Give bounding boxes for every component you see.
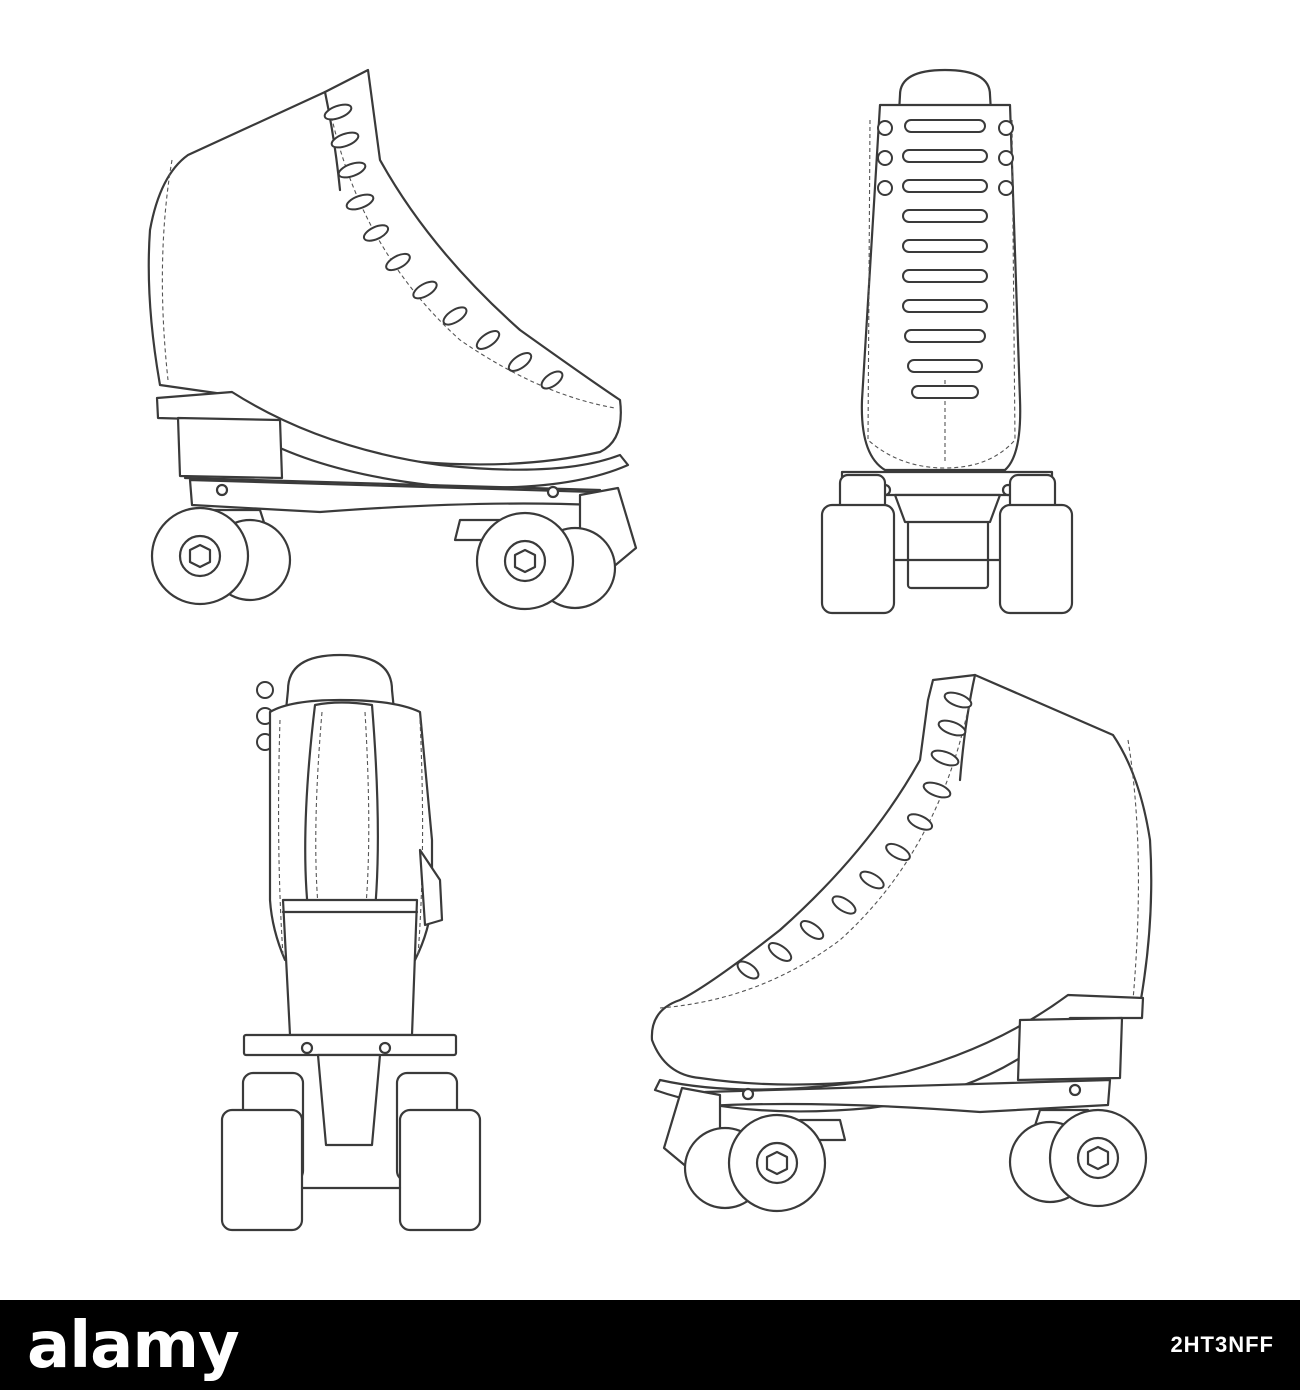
skate-side-view-left xyxy=(147,68,638,611)
alamy-logo: alamy xyxy=(27,1309,240,1383)
laces-side-left xyxy=(323,103,564,390)
stock-footer-bar: alamy 2HT3NFF xyxy=(0,1300,1300,1390)
skate-front-view xyxy=(820,68,1074,615)
illustration-canvas xyxy=(147,68,1153,1232)
laces-side-right xyxy=(736,691,973,980)
skate-side-view-right xyxy=(650,673,1153,1213)
image-id-label: 2HT3NFF xyxy=(1170,1332,1274,1357)
laces-front xyxy=(877,119,1014,399)
skate-back-view xyxy=(220,653,482,1232)
